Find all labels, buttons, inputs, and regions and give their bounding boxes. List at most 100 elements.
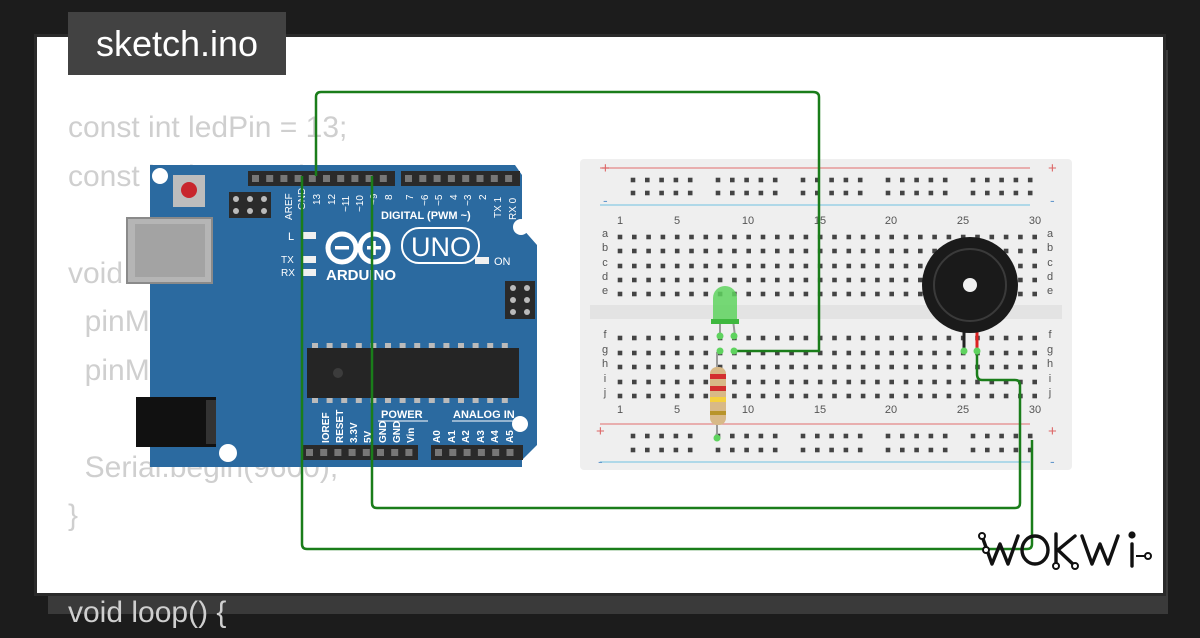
hole — [875, 393, 880, 399]
breadboard[interactable]: + + - - + + - - 1 5 10 15 20 25 30 1 5 1… — [580, 159, 1072, 470]
rail-hole — [758, 190, 764, 196]
chip-pin — [326, 398, 333, 403]
header-pin — [306, 449, 313, 456]
header-pin — [463, 449, 471, 456]
hole — [775, 379, 780, 385]
hole — [746, 393, 751, 399]
hole — [746, 248, 751, 254]
hole — [689, 277, 694, 283]
rail-hole — [815, 433, 820, 439]
rail-hole — [914, 190, 919, 196]
chip-pin — [370, 343, 377, 348]
hole — [846, 379, 852, 385]
wire-pin9-buzzer[interactable] — [370, 176, 1022, 510]
hole — [817, 379, 823, 385]
hole — [932, 393, 937, 399]
hole — [946, 335, 952, 341]
hole — [918, 248, 923, 254]
hole — [832, 277, 837, 283]
hole — [646, 335, 651, 341]
hole — [875, 350, 880, 356]
rail-hole — [630, 447, 636, 453]
resistor-component[interactable] — [710, 352, 726, 438]
row-letter: j — [1048, 387, 1051, 399]
rail-hole — [900, 190, 905, 196]
pin-label: ~11 — [341, 195, 352, 212]
rail-hole — [772, 190, 778, 196]
hole — [789, 364, 794, 370]
hole — [832, 248, 837, 254]
hole — [632, 248, 637, 254]
rail-hole — [829, 190, 834, 196]
rail-hole — [985, 177, 990, 183]
hole — [846, 248, 852, 254]
row-letter: d — [602, 271, 608, 283]
hole — [946, 379, 952, 385]
power-header — [302, 445, 418, 460]
sketch-title-tab[interactable]: sketch.ino — [68, 12, 286, 75]
header-pin — [405, 449, 413, 456]
reset-button-cap[interactable] — [181, 182, 197, 198]
rail-hole — [673, 447, 679, 453]
pin-label: AREF — [284, 193, 295, 220]
rail-hole — [900, 433, 905, 439]
row-letter: a — [1047, 228, 1054, 240]
header-pin — [377, 449, 384, 456]
header-pin — [334, 449, 342, 456]
row-letter: f — [1048, 329, 1052, 341]
hole — [746, 379, 751, 385]
rail-hole — [1013, 190, 1019, 196]
code-line: void loop() { — [68, 596, 227, 629]
pin-label: 5V — [363, 430, 374, 443]
hole — [960, 393, 966, 399]
col-number: 10 — [742, 404, 754, 416]
buzzer-hole — [963, 278, 977, 292]
col-number: 1 — [617, 215, 623, 227]
mounting-hole — [513, 219, 529, 235]
led-green-icon — [713, 286, 737, 322]
hole — [617, 248, 623, 254]
hole — [860, 350, 866, 356]
row-letter: i — [1049, 373, 1051, 385]
wire-gnd[interactable] — [300, 176, 1034, 551]
hole — [717, 263, 723, 269]
rail-hole — [673, 190, 679, 196]
hole — [903, 393, 909, 399]
rail-minus-tr: - — [1050, 192, 1055, 208]
hole — [617, 277, 623, 283]
hole — [903, 379, 909, 385]
hole — [832, 291, 837, 297]
hole — [932, 364, 937, 370]
hole — [889, 263, 894, 269]
rail-hole — [772, 447, 778, 453]
wire-pin13-led[interactable] — [314, 90, 821, 353]
hole — [1003, 248, 1009, 254]
hole — [803, 277, 809, 283]
rail-hole — [843, 190, 849, 196]
hole — [646, 364, 651, 370]
rail-hole — [970, 177, 976, 183]
row-letter: c — [1047, 257, 1053, 269]
rail-hole — [1013, 447, 1019, 453]
arduino-uno-board[interactable]: AREF GND 13 12 ~11 ~10 ~9 8 7 ~6 ~5 4 ~3… — [126, 165, 537, 467]
analog-pin-labels: A0 A1 A2 A3 A4 A5 — [432, 430, 516, 443]
rail-hole — [630, 190, 636, 196]
rail-hole — [800, 190, 806, 196]
chip-pin — [443, 343, 450, 348]
hole — [632, 263, 637, 269]
hole — [803, 248, 809, 254]
hole — [775, 364, 780, 370]
header-pin — [462, 175, 470, 182]
usb-inner — [135, 224, 205, 277]
chip-pin — [501, 398, 508, 403]
code-line: const int ledPin = 13; — [68, 111, 348, 144]
hole — [775, 350, 780, 356]
buzzer-component[interactable] — [922, 237, 1018, 350]
hole — [846, 263, 852, 269]
mounting-hole — [512, 416, 528, 432]
hole — [832, 263, 837, 269]
chip-pin — [312, 343, 318, 348]
hole — [760, 234, 766, 240]
hole — [660, 379, 666, 385]
col-number: 20 — [885, 215, 897, 227]
